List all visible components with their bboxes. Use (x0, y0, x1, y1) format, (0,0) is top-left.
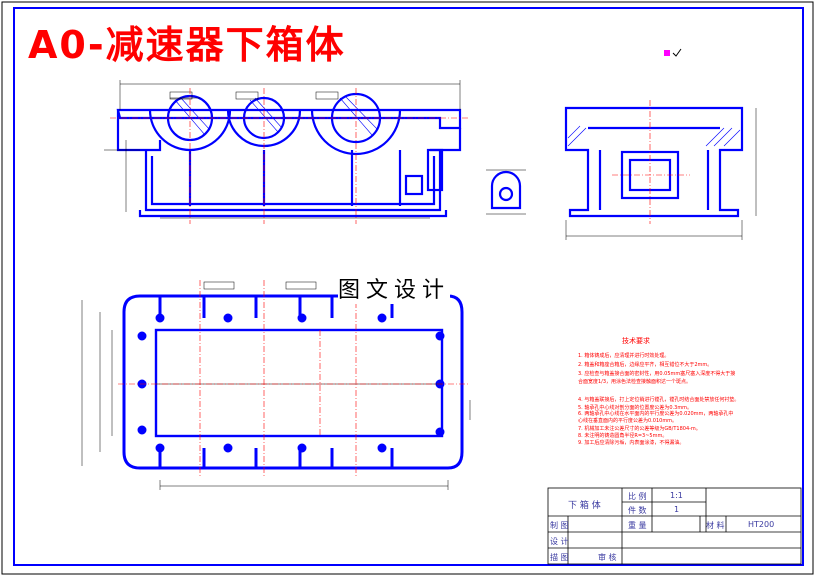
part-name: 下 箱 体 (568, 501, 601, 511)
qty-label: 件 数 (628, 506, 647, 515)
tech-requirement-2: 2. 箱盖和箱座合箱后，边缘应平齐，相互错位不大于2mm。 (578, 362, 713, 368)
top-view-centerlines (118, 280, 470, 476)
scale-value: 1:1 (670, 491, 683, 500)
section-view-dims (486, 169, 526, 215)
drawn-label: 制 图 (550, 521, 569, 530)
tech-requirement-5: 5. 轴承孔中心线对剖分面的位置度公差为0.3mm。 (578, 405, 693, 411)
tech-requirement-3: 3. 应检查与箱盖接合面的密封性，用0.05mm塞尺塞入深度不得大于接合面宽度1… (578, 371, 736, 385)
qty-value: 1 (674, 505, 680, 514)
side-view-hatch (567, 125, 741, 147)
drawing-title: A0-减速器下箱体 (28, 23, 346, 67)
scale-label: 比 例 (628, 492, 647, 501)
watermark-text: 图文设计 (338, 272, 451, 304)
weight-label: 重 量 (628, 521, 647, 530)
tech-requirement-4: 4. 与箱盖联接后，打上定位销进行镗孔，镗孔时结合面处禁放任何衬垫。 (578, 397, 740, 403)
magenta-marker-icon (664, 50, 670, 56)
check-label: 描 图 (550, 553, 569, 562)
side-view-centerlines (612, 100, 690, 224)
section-view (490, 170, 522, 210)
top-view (122, 294, 464, 470)
material-value: HT200 (748, 520, 775, 529)
tech-requirement-6: 6. 两轴承孔中心线在水平面内的平行度公差为0.020mm，两轴承孔中心线在垂直… (578, 411, 734, 424)
material-label: 材 料 (706, 521, 725, 530)
tech-requirement-7: 7. 机械加工未注公差尺寸的公差等级为GB/T1804-m。 (578, 426, 701, 432)
tech-requirements-heading: 技术要求 (622, 337, 650, 345)
tech-requirement-8: 8. 未注明的铸造圆角半径R=3~5mm。 (578, 433, 668, 439)
design-label: 设 计 (550, 537, 569, 546)
side-view (564, 106, 744, 218)
inner-frame (13, 7, 804, 566)
top-view-holes (137, 313, 445, 453)
front-view-centerlines (110, 88, 470, 224)
side-view-dims (565, 108, 757, 240)
check-mark-icon (672, 48, 682, 57)
front-view (116, 92, 462, 218)
title-block-grid (547, 487, 802, 565)
tech-requirement-1: 1. 箱体铸成后，应清理并进行时效处理。 (578, 353, 670, 359)
tech-requirement-9: 9. 加工后应清除污垢，内表面涂漆，不得漏油。 (578, 440, 685, 446)
review-label: 审 核 (598, 553, 617, 562)
